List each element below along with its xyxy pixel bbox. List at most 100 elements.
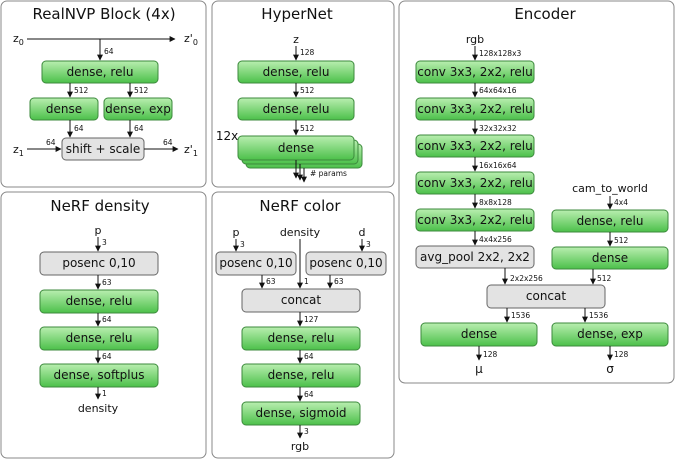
box-label: dense, softplus [54, 368, 145, 382]
nerf-density-panel: NeRF density p 3 posenc 0,10 63 dense, r… [0, 191, 207, 459]
color-dense-relu-2 [241, 363, 361, 388]
color-p-label: p [233, 226, 240, 239]
z1-prime-label: z'1 [184, 143, 198, 158]
encoder-title: Encoder [514, 5, 576, 23]
dim-label: 3 [366, 240, 371, 249]
z0-prime-label: z'0 [184, 32, 198, 47]
dim-label: 1 [304, 277, 309, 286]
box-label: dense, relu [268, 331, 335, 345]
box-label: dense, relu [577, 214, 644, 228]
encoder-avg-pool [415, 245, 535, 269]
dim-label: 512 [300, 124, 315, 133]
box-label: dense, exp [577, 327, 643, 341]
hypernet-panel: HyperNet z 128 dense, relu 512 dense, re… [211, 0, 395, 188]
dim-label: # params [310, 169, 347, 178]
density-dense-softplus [39, 363, 159, 388]
dim-label: 64x64x16 [479, 86, 517, 95]
density-input-label: p [95, 224, 102, 237]
hypernet-repeat-label: 12x [216, 129, 238, 143]
box-label: dense, relu [66, 331, 133, 345]
box-label: dense, relu [66, 294, 133, 308]
dim-label: 64 [304, 352, 314, 361]
density-dense-relu-2 [39, 326, 159, 351]
dim-label: 512 [74, 86, 89, 95]
color-d-label: d [359, 226, 366, 239]
dim-label: 8x8x128 [479, 198, 512, 207]
encoder-sigma-label: σ [606, 362, 614, 376]
color-dense-sigmoid [241, 401, 361, 426]
dim-label: 4x4x256 [479, 235, 512, 244]
encoder-cam-dense [551, 246, 669, 270]
dim-label: 64 [304, 390, 314, 399]
dim-label: 32x32x32 [479, 124, 517, 133]
dim-label: 64 [104, 47, 114, 56]
z1-label: z1 [13, 143, 24, 158]
dim-label: 63 [334, 277, 344, 286]
dim-label: 64 [134, 124, 144, 133]
box-label: dense, exp [105, 102, 171, 116]
z0-label: z0 [13, 32, 24, 47]
color-dense-relu-1 [241, 326, 361, 351]
dim-label: 63 [102, 278, 112, 287]
box-label: conv 3x3, 2x2, relu [417, 213, 532, 227]
box-label: conv 3x3, 2x2, relu [417, 65, 532, 79]
dim-label: 127 [304, 315, 319, 324]
box-label: posenc 0,10 [309, 256, 382, 270]
nerf-color-panel: NeRF color p density d 3 3 posenc 0,10 p… [211, 191, 395, 459]
box-label: avg_pool 2x2, 2x2 [420, 250, 530, 264]
box-label: dense, relu [263, 65, 330, 79]
dim-label: 4x4 [614, 198, 628, 207]
dim-label: 2x2x256 [510, 274, 543, 283]
dim-label: 512 [597, 274, 612, 283]
realnvp-dense [29, 97, 99, 121]
box-label: concat [526, 289, 566, 303]
realnvp-dense-exp [103, 97, 173, 121]
dim-label: 64 [102, 352, 112, 361]
dim-label: 63 [266, 277, 276, 286]
box-label: concat [281, 293, 321, 307]
color-concat [241, 288, 361, 313]
box-label: conv 3x3, 2x2, relu [417, 176, 532, 190]
density-title: NeRF density [50, 197, 149, 215]
box-label: conv 3x3, 2x2, relu [417, 102, 532, 116]
dim-label: 64 [163, 138, 173, 147]
dim-label: 512 [614, 236, 629, 245]
box-label: dense, sigmoid [255, 406, 346, 420]
box-label: dense, relu [67, 65, 134, 79]
density-output-label: density [78, 402, 119, 415]
realnvp-title: RealNVP Block (4x) [32, 5, 175, 23]
dim-label: 3 [240, 240, 245, 249]
encoder-panel: Encoder rgb 128x128x3 conv 3x3, 2x2, rel… [398, 0, 675, 384]
box-label: shift + scale [66, 142, 141, 156]
dim-label: 512 [300, 86, 315, 95]
hypernet-input-label: z [293, 33, 299, 46]
box-label: dense [461, 327, 497, 341]
dim-label: 16x16x64 [479, 161, 517, 170]
color-posenc-d [305, 251, 387, 276]
dim-label: 128x128x3 [479, 49, 522, 58]
dim-label: 1 [102, 389, 107, 398]
dim-label: 3 [102, 238, 107, 247]
box-label: dense [278, 141, 314, 155]
dim-label: 1536 [511, 311, 530, 320]
dim-label: 64 [102, 315, 112, 324]
dim-label: 64 [74, 124, 84, 133]
dim-label: 3 [304, 427, 309, 436]
encoder-cam-label: cam_to_world [572, 182, 648, 195]
dim-label: 1536 [589, 311, 608, 320]
dim-label: 128 [614, 350, 629, 359]
realnvp-panel: RealNVP Block (4x) z0 z'0 64 dense, relu… [0, 0, 207, 188]
density-posenc [39, 251, 159, 276]
box-label: dense [46, 102, 82, 116]
dim-label: 128 [483, 350, 498, 359]
box-label: posenc 0,10 [219, 256, 292, 270]
box-label: dense, relu [268, 368, 335, 382]
dim-label: 64 [46, 138, 56, 147]
encoder-input-label: rgb [466, 33, 484, 46]
dim-label: 128 [300, 48, 315, 57]
box-label: dense [592, 251, 628, 265]
realnvp-dense-relu [41, 60, 159, 84]
density-dense-relu-1 [39, 289, 159, 314]
box-label: posenc 0,10 [62, 256, 135, 270]
